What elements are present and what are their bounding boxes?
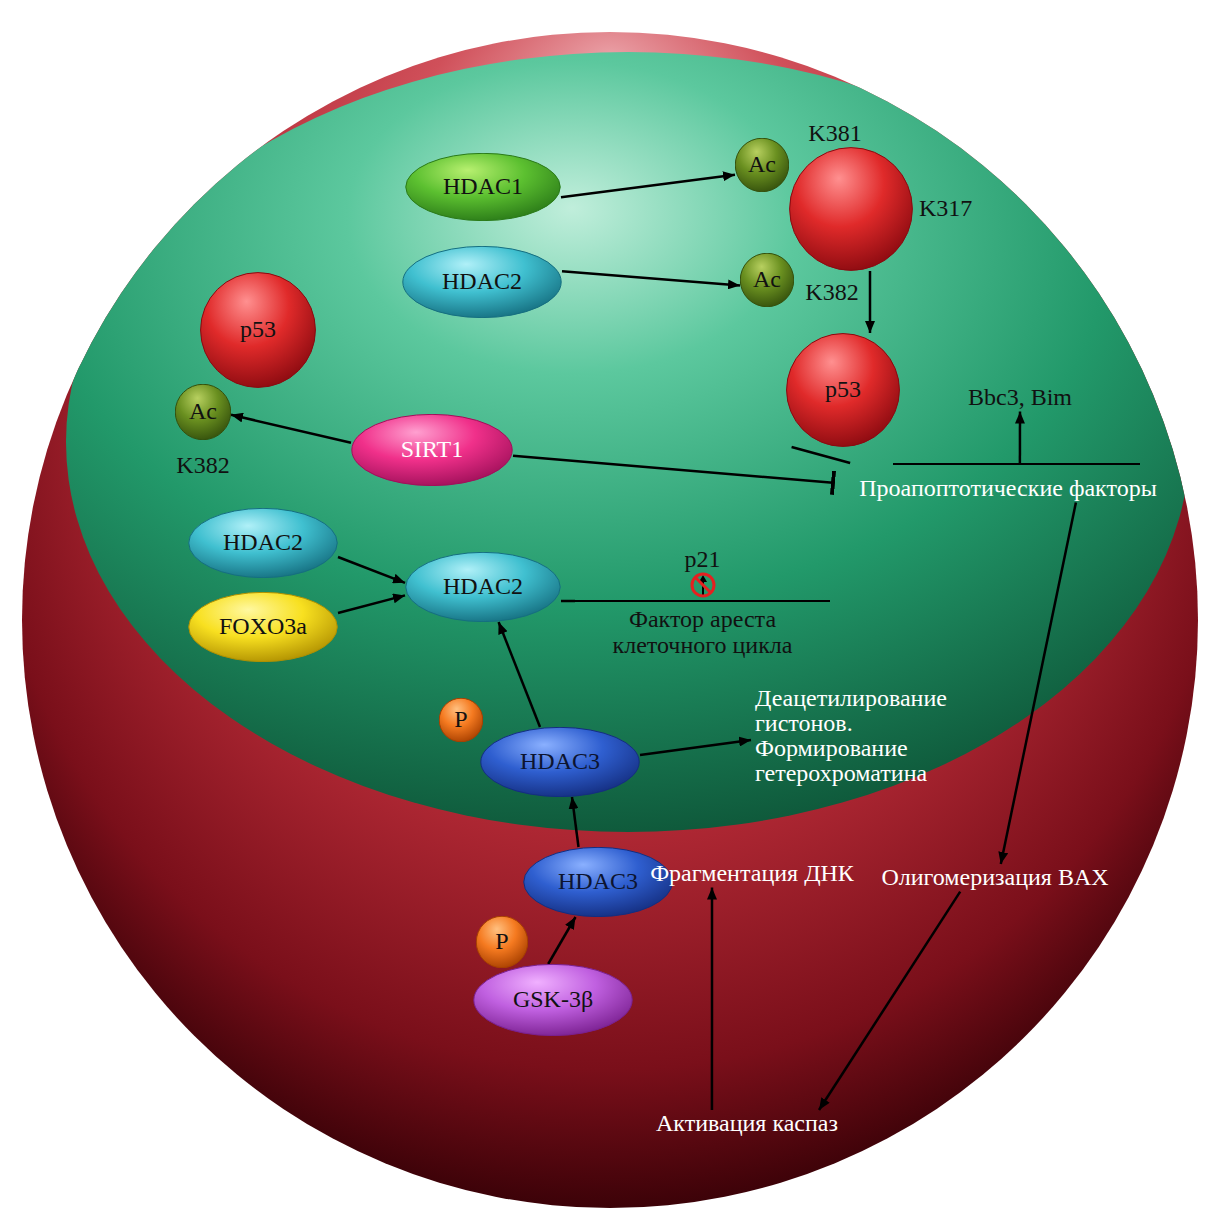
protein-ellipse: GSK-3β bbox=[473, 964, 633, 1036]
site-label: K382 bbox=[153, 452, 253, 480]
protein-name: P bbox=[495, 928, 508, 956]
gene-line bbox=[575, 600, 830, 602]
blocked-symbol bbox=[690, 572, 716, 598]
protein-name: SIRT1 bbox=[401, 436, 464, 464]
text-node: Олигомеризация BAX bbox=[850, 864, 1140, 892]
node-text: Проапоптотические факторы bbox=[859, 475, 1157, 503]
protein-name: HDAC2 bbox=[442, 268, 522, 296]
connector bbox=[513, 456, 833, 483]
text-node: Активация каспаз bbox=[627, 1110, 867, 1138]
gene-line bbox=[893, 463, 1140, 465]
gene-name: p21 bbox=[575, 546, 830, 572]
protein-name: Ac bbox=[748, 151, 776, 179]
connector bbox=[869, 271, 872, 333]
connector bbox=[1001, 503, 1076, 864]
text-node: Деацетилирование гистонов. Формирование … bbox=[751, 686, 1003, 786]
text-node: Фрагментация ДНК bbox=[627, 860, 877, 888]
node-text: Активация каспаз bbox=[656, 1110, 838, 1138]
protein-name: HDAC1 bbox=[443, 173, 523, 201]
protein-name: HDAC2 bbox=[223, 529, 303, 557]
connector bbox=[562, 271, 740, 285]
protein-name: FOXO3a bbox=[219, 613, 307, 641]
connector bbox=[231, 415, 351, 443]
protein-name: p53 bbox=[825, 376, 861, 404]
site-label-text: K381 bbox=[808, 120, 861, 146]
connector bbox=[1019, 412, 1022, 463]
protein-ellipse: HDAC1 bbox=[405, 153, 561, 221]
site-label: K382 bbox=[782, 279, 882, 307]
connector bbox=[561, 175, 735, 197]
connector bbox=[792, 447, 851, 463]
connector bbox=[640, 740, 751, 755]
protein-name: P bbox=[454, 706, 467, 734]
protein-name: Ac bbox=[753, 266, 781, 294]
gene-block: p21Фактор ареста клеточного цикла bbox=[575, 546, 830, 658]
nucleus bbox=[66, 52, 1190, 832]
protein-name: HDAC3 bbox=[558, 868, 638, 896]
protein-circle: p53 bbox=[786, 333, 900, 447]
site-label: K317 bbox=[919, 195, 972, 223]
protein-circle: Ac bbox=[175, 384, 231, 440]
protein-ellipse: FOXO3a bbox=[188, 592, 338, 662]
protein-name: p53 bbox=[240, 316, 276, 344]
connector bbox=[561, 600, 575, 603]
shape-fill bbox=[789, 147, 913, 271]
protein-ellipse: HDAC2 bbox=[405, 552, 561, 622]
gene-function: Фактор ареста клеточного цикла bbox=[583, 606, 823, 658]
text-node: Проапоптотические факторы bbox=[833, 463, 1183, 503]
connector bbox=[548, 917, 575, 964]
node-text: Фрагментация ДНК bbox=[650, 860, 854, 888]
site-label-text: K382 bbox=[176, 452, 229, 478]
protein-ellipse: SIRT1 bbox=[351, 414, 513, 486]
site-label-text: K382 bbox=[805, 279, 858, 305]
connector bbox=[819, 892, 960, 1110]
protein-ellipse: HDAC2 bbox=[402, 246, 562, 318]
protein-circle: p53 bbox=[200, 272, 316, 388]
cell-body bbox=[22, 32, 1198, 1208]
text-node: Bbc3, Bim bbox=[945, 384, 1095, 412]
protein-circle: Ac bbox=[740, 253, 794, 307]
protein-ellipse: HDAC3 bbox=[480, 727, 640, 797]
connector bbox=[338, 557, 405, 583]
node-text: Олигомеризация BAX bbox=[881, 864, 1108, 892]
protein-name: Ac bbox=[189, 398, 217, 426]
connector bbox=[572, 797, 579, 847]
protein-circle: Ac bbox=[735, 138, 789, 192]
protein-circle: K317 bbox=[789, 147, 913, 271]
protein-name: HDAC2 bbox=[443, 573, 523, 601]
protein-circle: P bbox=[476, 916, 528, 968]
connector bbox=[499, 622, 540, 727]
connector bbox=[338, 595, 405, 613]
protein-circle: P bbox=[439, 698, 483, 742]
site-label: K381 bbox=[785, 120, 885, 148]
protein-name: HDAC3 bbox=[520, 748, 600, 776]
node-text: Bbc3, Bim bbox=[968, 384, 1072, 412]
node-text: Деацетилирование гистонов. Формирование … bbox=[755, 686, 999, 786]
protein-ellipse: HDAC2 bbox=[188, 508, 338, 578]
protein-name: GSK-3β bbox=[513, 986, 593, 1014]
connector bbox=[711, 888, 714, 1110]
